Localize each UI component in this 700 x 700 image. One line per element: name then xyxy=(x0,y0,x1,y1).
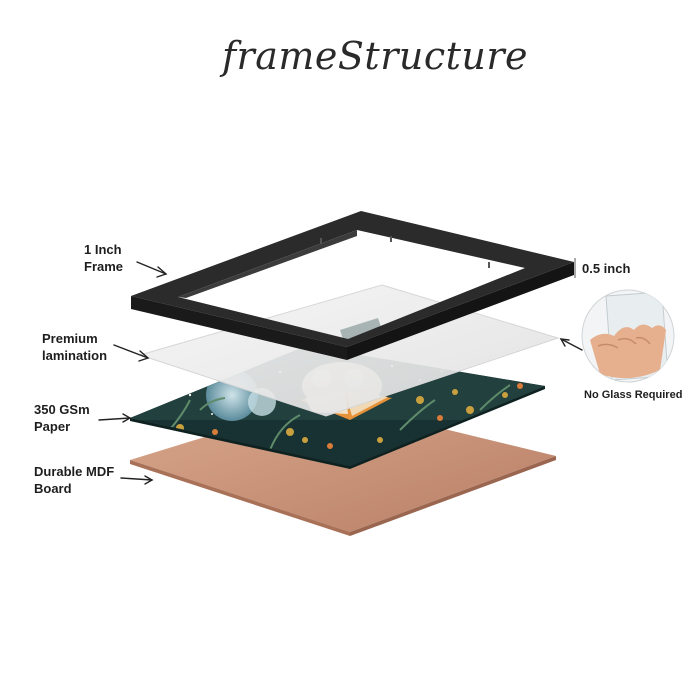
board-label-line2: Board xyxy=(34,481,72,496)
board-label: Durable MDF Board xyxy=(34,463,114,497)
lamination-label: Premium lamination xyxy=(42,330,107,364)
page-title: frameStructure xyxy=(221,34,529,78)
arrow-icon xyxy=(98,413,132,423)
hand-with-film-icon xyxy=(581,289,675,383)
paper-label-line2: Paper xyxy=(34,419,71,434)
lamination-label-line1: Premium xyxy=(42,331,98,346)
paper-label-line1: 350 GSm xyxy=(34,402,90,417)
arrow-icon xyxy=(559,338,583,351)
black-frame xyxy=(131,211,574,360)
width-label: 0.5 inch xyxy=(582,261,631,276)
board-label-line1: Durable MDF xyxy=(34,464,115,479)
arrow-icon xyxy=(120,475,154,485)
arrow-icon xyxy=(113,344,150,362)
arrow-icon xyxy=(136,261,168,278)
frame-label-line1: 1 Inch xyxy=(84,242,122,257)
frame-label-line2: Frame xyxy=(84,259,124,274)
lamination-label-line2: lamination xyxy=(42,348,108,363)
no-glass-label: No Glass Required xyxy=(584,389,683,401)
paper-label: 350 GSm Paper xyxy=(34,401,90,435)
frame-label: 1 Inch Frame xyxy=(84,241,123,275)
